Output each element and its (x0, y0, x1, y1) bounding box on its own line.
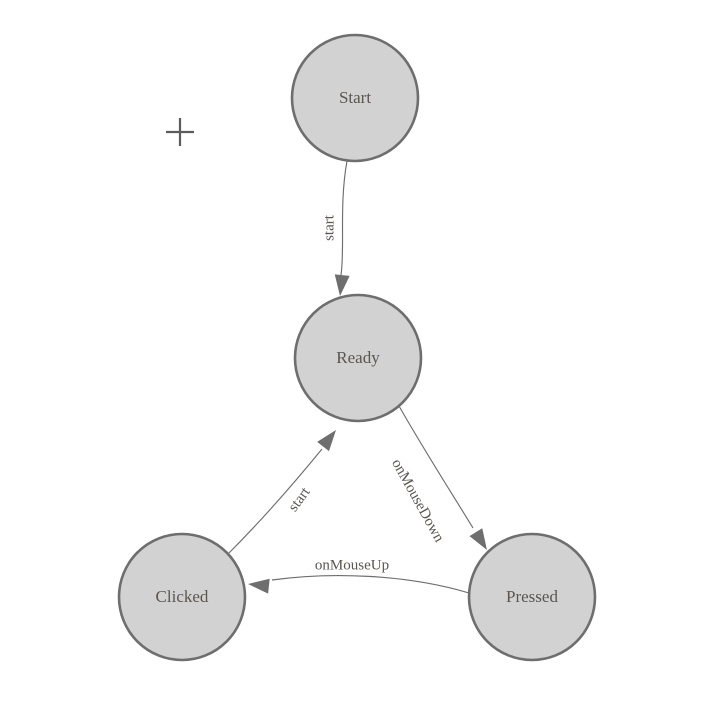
state-node-pressed[interactable]: Pressed (467, 532, 597, 662)
edge-arrowhead (317, 430, 336, 452)
state-node-shape (290, 33, 420, 163)
state-node-label: Ready (336, 348, 380, 367)
plus-marker-icon (166, 118, 194, 146)
edge-clicked-to-ready[interactable] (227, 425, 342, 555)
edge-label-e-pressed-clicked: onMouseUp (315, 557, 389, 573)
state-node-label: Clicked (156, 587, 209, 606)
state-node-label: Start (339, 88, 371, 107)
edge-pressed-to-clicked[interactable] (247, 575, 470, 594)
edge-line (398, 405, 474, 529)
edge-label-e-ready-pressed: onMouseDown (388, 456, 447, 545)
edge-arrowhead (469, 528, 487, 550)
edge-arrowhead (248, 578, 270, 594)
edge-line (227, 448, 323, 555)
state-node-ready[interactable]: Ready (293, 293, 423, 423)
edge-arrowhead (334, 274, 350, 296)
state-node-shape (467, 532, 597, 662)
edge-label-e-start-ready: start (321, 214, 337, 241)
state-node-start[interactable]: Start (290, 33, 420, 163)
state-node-clicked[interactable]: Clicked (117, 532, 247, 662)
edge-ready-to-pressed[interactable] (398, 405, 493, 554)
state-node-label: Pressed (506, 587, 558, 606)
edge-line (340, 160, 348, 276)
edge-line (271, 575, 470, 594)
state-node-shape (117, 532, 247, 662)
markers-layer (166, 118, 194, 146)
edge-start-to-ready[interactable] (333, 160, 350, 297)
state-node-shape (293, 293, 423, 423)
edges-layer (227, 160, 493, 594)
edge-label-e-clicked-ready: start (285, 484, 314, 515)
